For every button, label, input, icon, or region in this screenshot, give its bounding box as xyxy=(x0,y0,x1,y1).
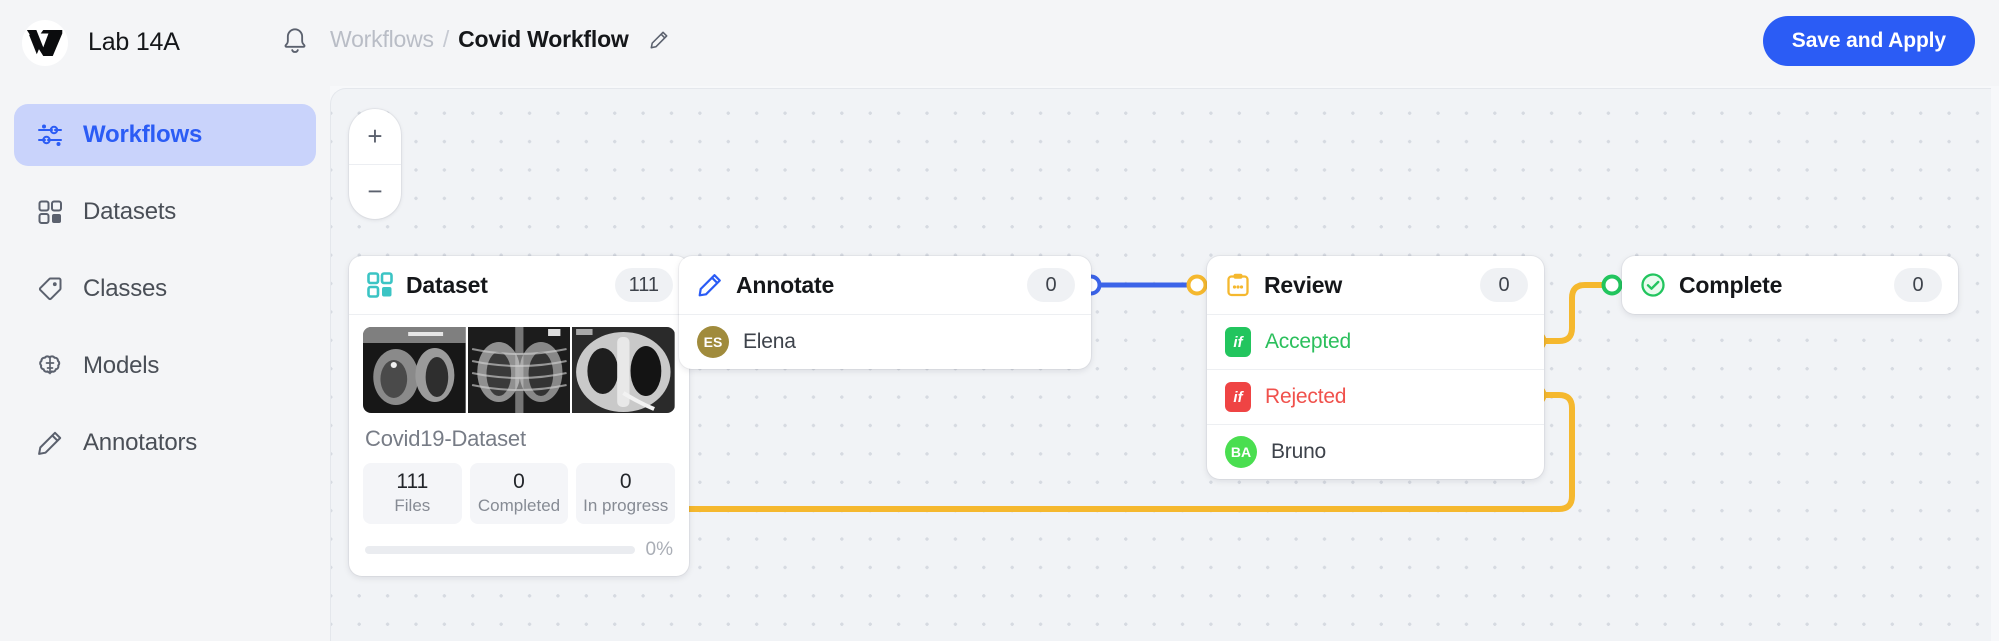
sidebar-item-annotators[interactable]: Annotators xyxy=(14,412,316,474)
review-assignee-row[interactable]: BA Bruno xyxy=(1207,425,1544,479)
stat-files: 111 Files xyxy=(363,463,462,524)
v7-logo[interactable] xyxy=(22,20,68,66)
zoom-out-button[interactable]: − xyxy=(349,165,401,220)
chest-xray-thumbnail-3 xyxy=(572,327,675,413)
dataset-thumbnails xyxy=(363,327,675,413)
brain-icon xyxy=(39,355,61,375)
clipboard-icon xyxy=(1227,273,1249,297)
v7-logo-icon xyxy=(26,30,63,56)
node-dataset-title: Dataset xyxy=(406,271,488,298)
divider xyxy=(349,314,689,315)
check-circle-icon xyxy=(1641,273,1665,297)
condition-label: Accepted xyxy=(1265,330,1351,353)
save-and-apply-button[interactable]: Save and Apply xyxy=(1762,16,1975,66)
node-complete-title: Complete xyxy=(1679,271,1783,298)
divider xyxy=(1207,424,1544,425)
avatar: BA xyxy=(1225,436,1257,468)
port-review-in[interactable] xyxy=(1186,274,1208,296)
pencil-icon[interactable] xyxy=(648,28,670,52)
stat-label: In progress xyxy=(583,496,669,515)
node-annotate[interactable]: Annotate 0 ES Elena xyxy=(679,256,1091,369)
sidebar-item-label: Workflows xyxy=(83,121,203,148)
progress-percent-label: 0% xyxy=(645,539,673,560)
breadcrumb: Workflows / Covid Workflow xyxy=(330,26,670,53)
node-annotate-title: Annotate xyxy=(736,271,835,298)
stat-value: 0 xyxy=(619,470,632,493)
top-bar: Lab 14A Workflows / Covid Workflow Save … xyxy=(0,0,1999,86)
sidebar-item-classes[interactable]: Classes xyxy=(14,258,316,320)
divider xyxy=(679,314,1091,315)
stat-value: 111 xyxy=(396,470,429,493)
stat-in-progress: 0 In progress xyxy=(576,463,676,524)
divider xyxy=(1207,369,1544,370)
workflow-canvas[interactable]: + − Dataset 111 xyxy=(330,88,1991,641)
review-condition-accepted[interactable]: if Accepted xyxy=(1207,315,1544,369)
grid-icon xyxy=(367,272,393,298)
breadcrumb-current-title: Covid Workflow xyxy=(458,26,629,52)
sidebar: Workflows Datasets Classes Models Annota… xyxy=(0,86,330,641)
node-dataset-header: Dataset 111 xyxy=(349,256,689,314)
progress-bar-track xyxy=(365,546,635,554)
annotate-assignee-row[interactable]: ES Elena xyxy=(679,315,1091,369)
node-dataset[interactable]: Dataset 111 xyxy=(349,256,689,576)
sidebar-item-label: Models xyxy=(83,352,160,379)
sidebar-item-models[interactable]: Models xyxy=(14,335,316,397)
node-annotate-header: Annotate 0 xyxy=(679,256,1091,314)
divider xyxy=(1207,314,1544,315)
edge-accepted-to-complete xyxy=(1533,282,1615,344)
sidebar-item-label: Classes xyxy=(83,275,167,302)
dataset-stats: 111 Files 0 Completed 0 In progress xyxy=(363,463,676,524)
sidebar-item-label: Annotators xyxy=(83,429,198,456)
node-review-header: Review 0 xyxy=(1207,256,1544,314)
node-complete-header: Complete 0 xyxy=(1622,256,1958,314)
stat-label: Files xyxy=(394,496,431,515)
node-complete[interactable]: Complete 0 xyxy=(1622,256,1958,314)
stat-completed: 0 Completed xyxy=(469,463,569,524)
condition-label: Rejected xyxy=(1265,385,1347,408)
stat-value: 0 xyxy=(513,470,525,493)
sidebar-item-label: Datasets xyxy=(83,198,177,225)
if-badge: if xyxy=(1225,382,1251,412)
node-review[interactable]: Review 0 if Accepted if Rejected BA Brun… xyxy=(1207,256,1544,479)
stat-label: Completed xyxy=(477,496,561,515)
review-condition-rejected[interactable]: if Rejected xyxy=(1207,370,1544,424)
chest-xray-thumbnail-1 xyxy=(363,327,466,413)
port-complete-in[interactable] xyxy=(1601,274,1623,296)
assignee-name: Bruno xyxy=(1271,440,1327,463)
sidebar-item-datasets[interactable]: Datasets xyxy=(14,181,316,243)
zoom-in-button[interactable]: + xyxy=(349,109,401,165)
breadcrumb-separator: / xyxy=(442,26,450,52)
grid-icon xyxy=(38,200,62,224)
if-badge: if xyxy=(1225,327,1251,357)
node-annotate-count: 0 xyxy=(1027,268,1075,302)
node-complete-count: 0 xyxy=(1894,268,1942,302)
org-name: Lab 14A xyxy=(88,28,180,56)
breadcrumb-workflows-link[interactable]: Workflows xyxy=(330,26,434,52)
pencil-icon xyxy=(38,431,62,455)
avatar: ES xyxy=(697,326,729,358)
sidebar-item-workflows[interactable]: Workflows xyxy=(14,104,316,166)
dataset-name: Covid19-Dataset xyxy=(365,426,526,451)
pencil-icon xyxy=(698,274,721,297)
zoom-controls: + − xyxy=(349,109,401,219)
tag-icon xyxy=(38,277,62,301)
chest-xray-thumbnail-2 xyxy=(467,327,571,413)
node-dataset-count: 111 xyxy=(614,268,673,302)
node-review-count: 0 xyxy=(1480,268,1528,302)
assignee-name: Elena xyxy=(743,330,796,353)
dataset-progress: 0% xyxy=(365,539,673,561)
workflow-icon xyxy=(38,124,62,146)
node-review-title: Review xyxy=(1264,271,1343,298)
bell-icon[interactable] xyxy=(282,26,308,56)
